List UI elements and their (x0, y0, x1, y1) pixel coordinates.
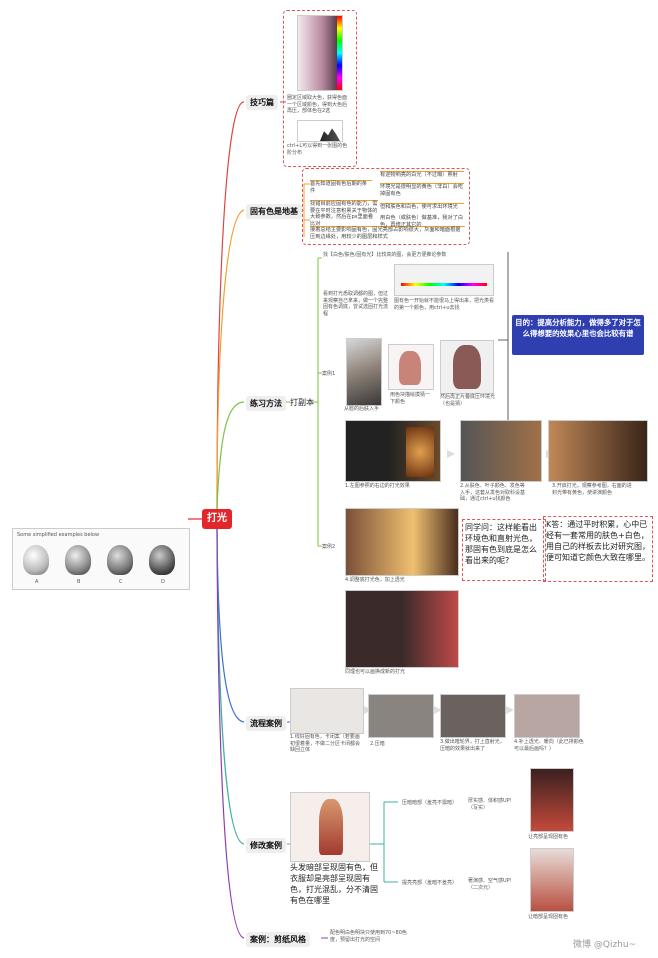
skull-b (65, 545, 91, 575)
flow-cap-1: 1.线好固有色，卡闭案（若要画初很着量，不做二分区卡闭都会缺回立体 (290, 734, 361, 753)
edit-cap-2: 让暗部呈现固有色 (528, 914, 569, 920)
hue-slider (337, 16, 342, 90)
flow-arrow-2 (434, 706, 442, 714)
edit-r1: 压暗暗部（羞亮不需暗） (402, 800, 458, 806)
edit-image (290, 792, 370, 862)
jianzhi-text: 配色明白色明块只使用到70~80色度，预留出打光的空间 (330, 930, 407, 943)
edit-r1b: 厚实感、体积感UP!（写实） (468, 798, 512, 811)
skull-example-image: Some simplified examples below A B C D (12, 528, 190, 590)
guyouse-r4: 用白色（或肤色）做基准，我对了白色，再修正其它的 (380, 215, 464, 228)
case2-image-1 (345, 420, 441, 482)
branch-jiqiao: 技巧篇 (246, 95, 278, 110)
lianxi-top-note: 找【白色/肤色/固有光】比较高的图，会更方便推论参数 (323, 252, 447, 258)
case1-blob-2 (453, 345, 481, 389)
flow-image-3 (440, 694, 506, 738)
flow-cap-3: 3.做出暗轮界，打上直射光，压暗的效果就出来了 (440, 739, 505, 752)
edit-result-2 (530, 848, 574, 912)
jiqiao-text1: 圈定区域取大色，获得色面一个区域颜色，得到大色后再压，部体色在2选 (287, 95, 348, 114)
histogram-image (297, 120, 343, 142)
lianxi-sub: 打副本 (290, 398, 314, 407)
hue-sat-dialog-image (394, 264, 494, 296)
edit-fig (319, 799, 343, 855)
case1-cap-2: 用色块描绘摸猜一下颜色 (390, 392, 431, 405)
case2-cap-5: 同理也可以画换成新的打光 (345, 669, 406, 675)
case1-photo-1 (346, 338, 382, 406)
case1-blob (399, 351, 421, 385)
edit-r2: 提亮亮部（羞暗不羞亮） (402, 880, 458, 886)
guyouse-left-note1: 首先知道固有色后期的条件 (310, 180, 372, 194)
skull-label-d: D (161, 579, 165, 585)
edit-result-1 (530, 768, 574, 832)
guyouse-left-note2: 找错目前应固有色的能力，需要在平时注意积累关于物体的大致参数，然后在ps里面看比… (310, 200, 378, 227)
branch-lianxi: 练习方法 (246, 396, 286, 411)
case1-photo-3 (440, 340, 494, 394)
flow-image-2 (368, 694, 434, 738)
goal-box: 目的：提高分析能力，做得多了对于怎么得想要的效果心里也会比较有谱 (512, 315, 644, 355)
case2-image-5 (345, 590, 459, 668)
edit-main-text: 头发暗部呈现固有色，但衣服却是亮部呈现固有色，打光混乱，分不清固有色在哪里 (290, 863, 378, 905)
edit-cap-1: 让亮部呈现固有色 (528, 834, 569, 840)
case2-cap-2: 2.从肤色、叶子颜色、发色等入手，这套从发色对取科设基础，通过ctrl+u找颜色 (460, 483, 526, 502)
skull-a (23, 545, 49, 575)
branch-guyouse: 固有色是地基 (246, 204, 302, 219)
skull-c (107, 545, 133, 575)
case1-cap-1: 从脸的后肤入手 (344, 406, 380, 412)
jiqiao-text2: ctrl+L可以得到一张图的色阶分布 (287, 143, 348, 156)
flow-cap-2: 2.压暗 (370, 741, 385, 747)
case2-arrow-1 (447, 450, 455, 458)
flow-arrow-3 (506, 706, 514, 714)
skull-label-a: A (35, 579, 39, 585)
guyouse-r1: 有逆物响亮的白光（不过曝）照射 (380, 171, 464, 179)
guyouse-r3: 但和肤色和白色，使可求出环境光 (380, 203, 464, 211)
skull-image-caption: Some simplified examples below (17, 532, 100, 538)
case2-label: 案例2 (322, 544, 336, 550)
hue-bar (401, 283, 487, 286)
color-picker-image (297, 15, 343, 91)
case2-image-2 (460, 420, 542, 482)
flow-image-4 (514, 694, 580, 738)
center-topic: 打光 (202, 509, 232, 529)
case1-photo-2 (388, 344, 434, 390)
case2-image-3 (548, 420, 648, 482)
guyouse-left-note3: 接着总结主要影响固有色，固光亮部占影响很大，灰面和暗面根据压到边缘处，用较少的图… (310, 226, 465, 240)
lianxi-note-b: 图有色一开始就不能很马上得出来，把光类看的第一个颜色，用ctrl+u去找 (394, 298, 495, 311)
skull-d (149, 545, 175, 575)
case2-fig-1 (406, 427, 434, 477)
case2-cap-3: 3.开启打光，观察参考图，右面的进封光带有黄色，使讲演颜色 (552, 483, 632, 496)
case1-label: 案例1 (322, 371, 336, 377)
branch-jianzhi: 案例：剪纸风格 (246, 932, 310, 947)
branch-liucheng: 流程案例 (246, 716, 286, 731)
lianxi-note-a: 看到打光悉取调都的图，但过来观察自己拿来，做一个完整固有色调底，曾试选固打光流程 (323, 291, 389, 317)
flow-image-1 (290, 688, 364, 734)
skull-label-b: B (77, 579, 81, 585)
answer-box: K答：通过平时积累，心中已经有一套常用的肤色+白色，用自己的样板去比对研究图，便… (543, 516, 653, 582)
guyouse-box (302, 168, 470, 245)
watermark: 微博 @Qizhu~ (573, 940, 637, 950)
histogram-shape (320, 128, 340, 141)
branch-xiugai: 修改案例 (246, 838, 286, 853)
question-box: 同学问：这样能看出环境色和直射光色，那固有色到底是怎么看出来的呢? (462, 519, 546, 581)
case2-cap-1: 1.左图参照的右边的打光效果 (345, 483, 410, 489)
case2-image-4 (345, 508, 459, 576)
case1-cap-3: 然后再正片叠底压环境光（也是猜） (440, 394, 496, 407)
flow-cap-4: 4.补上透光、暖向（此已排颜色可以最后画吗？） (514, 739, 584, 752)
guyouse-r2: 环境光是很明显的黄色（非白）会吃掉固有色 (380, 183, 464, 197)
case2-cap-4: 4.调整底打光色，加上透光 (345, 577, 405, 583)
edit-r2b: 著演感、空气感UP!（二次元） (468, 878, 512, 891)
jiqiao-box (283, 10, 357, 167)
skull-label-c: C (119, 579, 123, 585)
